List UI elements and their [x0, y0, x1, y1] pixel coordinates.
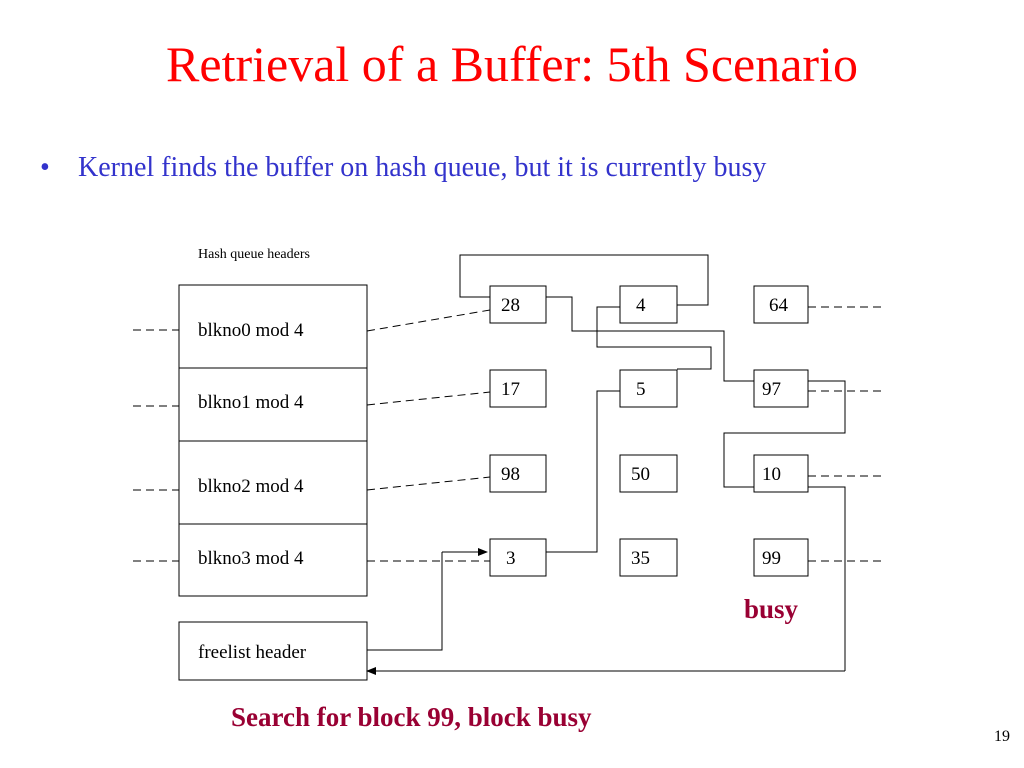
header-box-3 — [178, 523, 368, 597]
slide-number: 19 — [994, 728, 1010, 745]
buffer-box-1-0 — [489, 369, 547, 408]
buffer-box-3-0 — [489, 538, 547, 577]
bullet-glyph: • — [40, 152, 50, 183]
freelist-header-label: freelist header — [198, 642, 307, 663]
hash-queue-headers — [178, 284, 368, 681]
header-label-2: blkno2 mod 4 — [198, 476, 304, 497]
header-label-0: blkno0 mod 4 — [198, 320, 304, 341]
buffer-label-3-0: 3 — [506, 548, 516, 569]
buffer-label-2-0: 98 — [501, 464, 520, 485]
busy-label: busy — [744, 594, 799, 624]
buffer-box-1-2 — [753, 369, 809, 408]
buffer-label-2-2: 10 — [762, 464, 781, 485]
buffer-box-2-0 — [489, 454, 547, 493]
buffer-label-0-2: 64 — [769, 295, 789, 316]
buffer-box-0-1 — [619, 285, 678, 324]
hash-queue-headers-label: Hash queue headers — [198, 247, 310, 262]
buffer-box-2-1 — [619, 454, 678, 493]
buffer-label-0-0: 28 — [501, 295, 520, 316]
buffer-label-3-1: 35 — [631, 548, 650, 569]
hash-chain-dashes — [133, 306, 884, 562]
buffer-label-0-1: 4 — [636, 295, 646, 316]
bullet-item: • Kernel finds the buffer on hash queue, … — [40, 150, 766, 186]
bullet-text: Kernel finds the buffer on hash queue, b… — [78, 152, 767, 183]
free-list-links — [366, 254, 846, 675]
diagram-caption: Search for block 99, block busy — [231, 702, 592, 732]
buffer-label-1-2: 97 — [762, 379, 781, 400]
buffer-box-0-0 — [489, 285, 547, 324]
buffer-box-2-2 — [753, 454, 809, 493]
header-label-1: blkno1 mod 4 — [198, 392, 304, 413]
buffer-label-1-0: 17 — [501, 379, 520, 400]
buffer-label-1-1: 5 — [636, 379, 646, 400]
buffer-label-3-2: 99 — [762, 548, 781, 569]
buffer-box-3-2 — [753, 538, 809, 577]
buffer-grid — [489, 285, 809, 577]
freelist-header-box — [178, 621, 368, 681]
buffer-label-2-1: 50 — [631, 464, 650, 485]
header-label-3: blkno3 mod 4 — [198, 548, 304, 569]
slide-title: Retrieval of a Buffer: 5th Scenario — [166, 36, 858, 92]
buffer-box-3-1 — [619, 538, 678, 577]
buffer-box-1-1 — [619, 369, 678, 408]
buffer-box-0-2 — [753, 285, 809, 324]
